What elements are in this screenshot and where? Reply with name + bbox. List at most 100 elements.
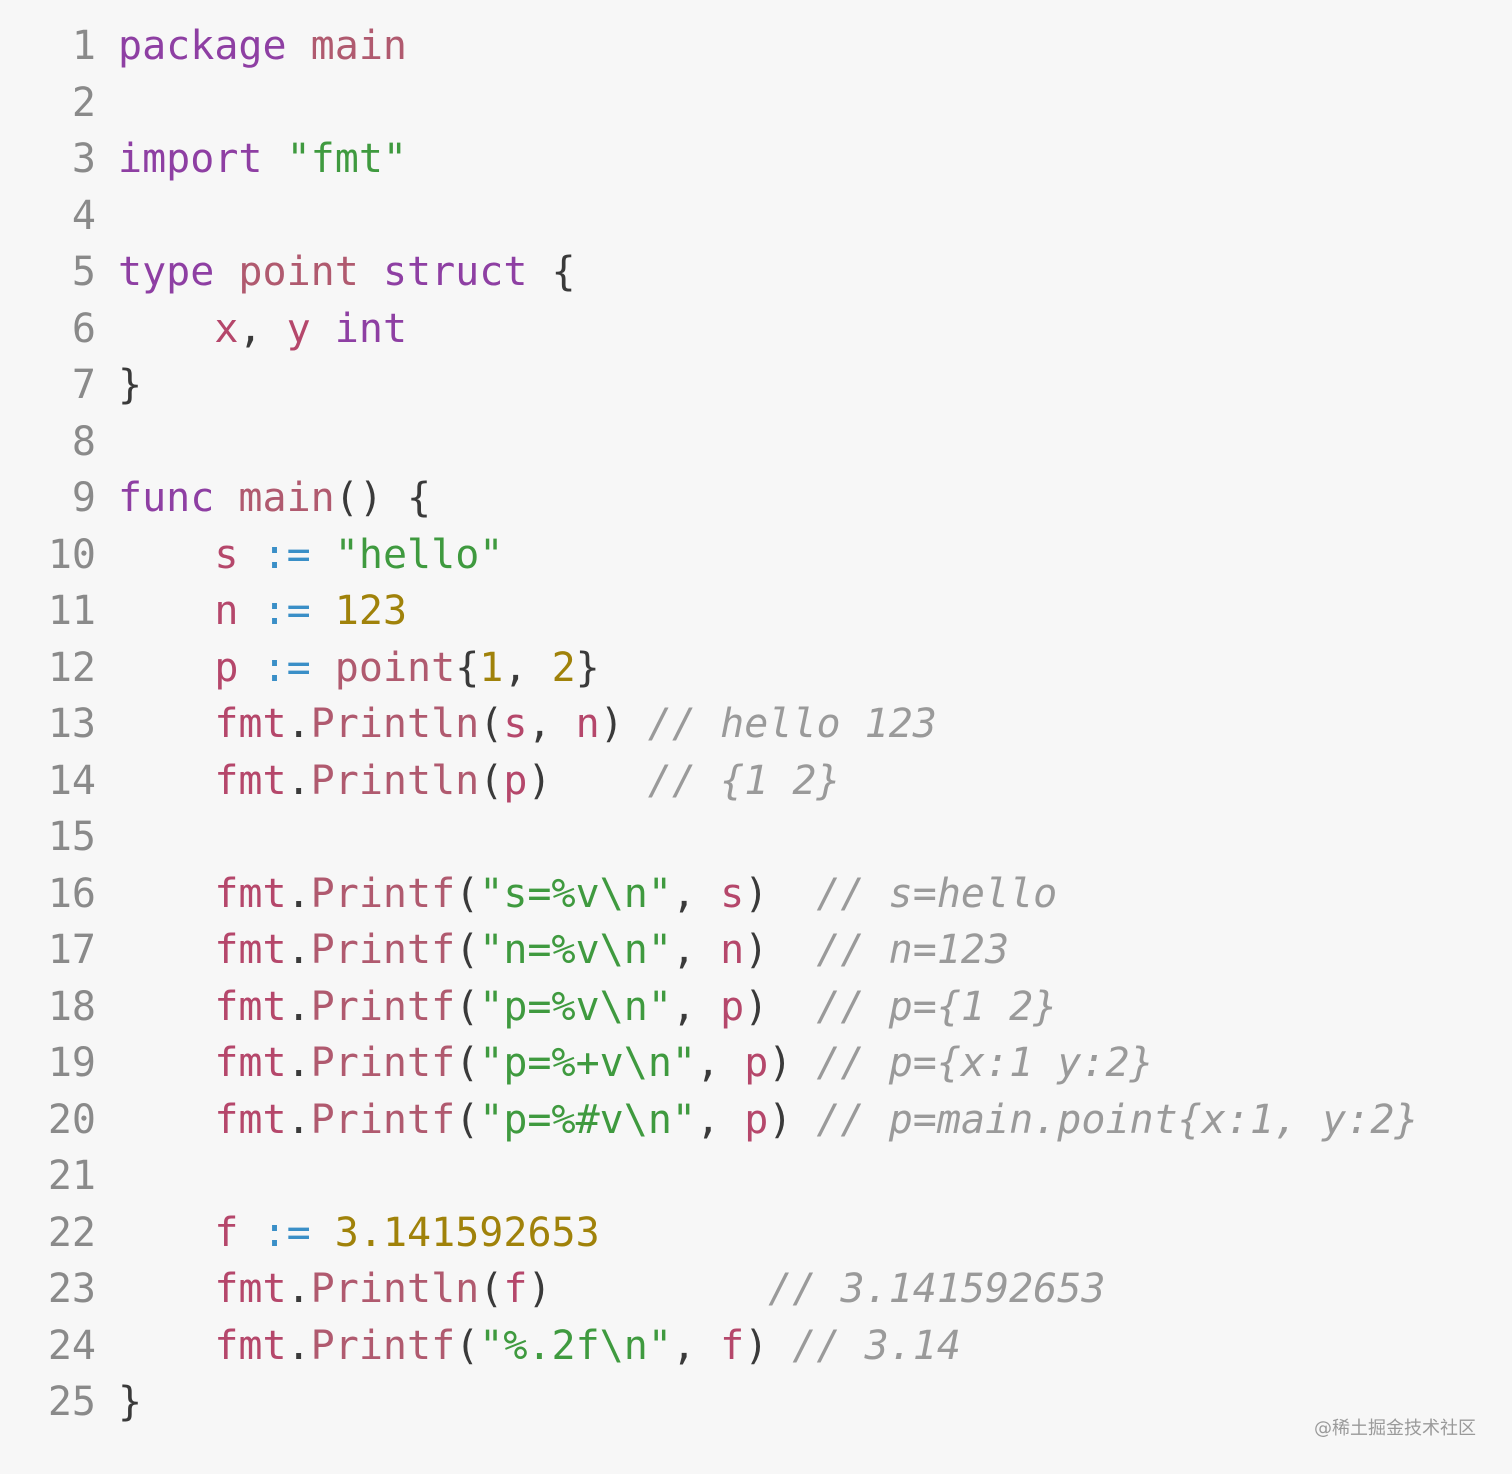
line-number: 16 xyxy=(47,870,96,917)
code-token: n xyxy=(214,588,239,634)
code-line[interactable]: 24 fmt.Printf("%.2f\n", f) // 3.14 xyxy=(0,1318,1512,1375)
line-number: 19 xyxy=(47,1040,96,1086)
code-token: // {1 2} xyxy=(647,757,841,804)
code-token: // n=123 xyxy=(816,927,1010,973)
code-line[interactable]: 19 fmt.Printf("p=%+v\n", p) // p={x:1 y:… xyxy=(0,1035,1512,1092)
code-token: := xyxy=(262,644,311,691)
code-line[interactable]: 10 s := "hello" xyxy=(0,527,1512,584)
code-line[interactable]: 16 fmt.Printf("s=%v\n", s) // s=hello xyxy=(0,866,1512,923)
code-token: // hello 123 xyxy=(647,701,937,747)
code-line[interactable]: 3 import "fmt" xyxy=(0,131,1512,188)
code-token: // p=main.point{x:1, y:2} xyxy=(816,1096,1419,1143)
line-number: 14 xyxy=(47,757,96,804)
line-number: 25 xyxy=(47,1379,96,1425)
code-line[interactable]: 11 n := 123 xyxy=(0,583,1512,640)
code-token: } xyxy=(118,1379,143,1425)
line-number: 2 xyxy=(71,79,96,126)
code-token: point xyxy=(334,644,456,691)
code-line[interactable]: 4 xyxy=(0,188,1512,245)
code-token: ( xyxy=(455,983,480,1030)
code-token: } xyxy=(575,644,600,691)
code-line[interactable]: 20 fmt.Printf("p=%#v\n", p) // p=main.po… xyxy=(0,1092,1512,1149)
code-token: n xyxy=(575,701,600,747)
code-token: main xyxy=(238,475,335,521)
code-line[interactable]: 14 fmt.Println(p) // {1 2} xyxy=(0,753,1512,810)
code-line[interactable]: 22 f := 3.141592653 xyxy=(0,1205,1512,1262)
code-token xyxy=(263,136,287,182)
code-token: , xyxy=(503,644,552,691)
code-text: import "fmt" xyxy=(118,131,407,188)
code-text: fmt.Printf("p=%v\n", p) // p={1 2} xyxy=(118,979,1057,1036)
line-number: 9 xyxy=(71,475,96,521)
code-line[interactable]: 13 fmt.Println(s, n) // hello 123 xyxy=(0,696,1512,753)
code-text: fmt.Println(f) // 3.141592653 xyxy=(118,1261,1105,1318)
code-line[interactable]: 25} xyxy=(0,1374,1512,1431)
code-token: , xyxy=(527,701,576,747)
code-token xyxy=(238,1210,262,1256)
code-line[interactable]: 17 fmt.Printf("n=%v\n", n) // n=123 xyxy=(0,922,1512,979)
code-token: package xyxy=(118,23,287,69)
code-token xyxy=(118,701,214,747)
code-line[interactable]: 6 x, y int xyxy=(0,301,1512,358)
code-token xyxy=(118,927,214,973)
code-line[interactable]: 15 xyxy=(0,809,1512,866)
code-line[interactable]: 23 fmt.Println(f) // 3.141592653 xyxy=(0,1261,1512,1318)
code-token: s xyxy=(503,701,528,747)
code-token xyxy=(287,23,311,69)
code-token: ) xyxy=(599,701,648,747)
code-token: . xyxy=(286,757,311,804)
code-token: Println xyxy=(310,1266,480,1312)
code-line[interactable]: 21 xyxy=(0,1148,1512,1205)
code-line[interactable]: 18 fmt.Printf("p=%v\n", p) // p={1 2} xyxy=(0,979,1512,1036)
code-token: x xyxy=(214,305,239,352)
code-token: . xyxy=(286,870,311,917)
code-token: Printf xyxy=(310,1040,456,1086)
code-token: s xyxy=(214,531,239,578)
code-token: Printf xyxy=(310,983,456,1030)
code-text: } xyxy=(118,357,142,414)
code-token xyxy=(311,532,335,578)
code-token: fmt xyxy=(214,1322,287,1369)
code-line[interactable]: 7} xyxy=(0,357,1512,414)
code-text: x, y int xyxy=(118,301,407,358)
code-line[interactable]: 12 p := point{1, 2} xyxy=(0,640,1512,697)
code-token xyxy=(311,1210,335,1256)
code-token: ( xyxy=(455,870,480,917)
code-token: fmt xyxy=(214,870,287,917)
code-token: "p=%#v\n" xyxy=(479,1096,697,1143)
code-token xyxy=(118,306,214,352)
code-token xyxy=(214,475,238,521)
code-token: Printf xyxy=(310,1322,456,1369)
code-token xyxy=(118,758,214,804)
line-number: 13 xyxy=(47,701,96,747)
code-token: , xyxy=(238,305,287,352)
code-token: } xyxy=(118,362,143,408)
code-token: , xyxy=(671,1322,721,1369)
code-token: ) xyxy=(744,927,817,973)
code-token: ) xyxy=(744,1322,793,1369)
code-token: "%.2f\n" xyxy=(479,1322,672,1369)
code-token: ) xyxy=(744,983,817,1030)
code-token: // p={1 2} xyxy=(816,983,1058,1030)
code-token: ( xyxy=(455,1040,480,1086)
code-token: , xyxy=(696,1096,745,1143)
line-number: 4 xyxy=(71,192,96,239)
code-line[interactable]: 8 xyxy=(0,414,1512,471)
line-number: 3 xyxy=(71,136,96,182)
code-token: import xyxy=(118,136,263,182)
code-line[interactable]: 2 xyxy=(0,75,1512,132)
code-token: ) xyxy=(768,1040,817,1086)
code-token xyxy=(118,588,214,634)
code-token: , xyxy=(671,927,721,973)
code-token xyxy=(311,306,335,352)
code-token: fmt xyxy=(214,757,287,804)
code-token: type xyxy=(118,249,215,295)
code-token: 2 xyxy=(551,644,576,691)
code-token: fmt xyxy=(214,1096,287,1143)
code-text: fmt.Println(p) // {1 2} xyxy=(118,753,841,810)
code-token: p xyxy=(214,644,239,691)
